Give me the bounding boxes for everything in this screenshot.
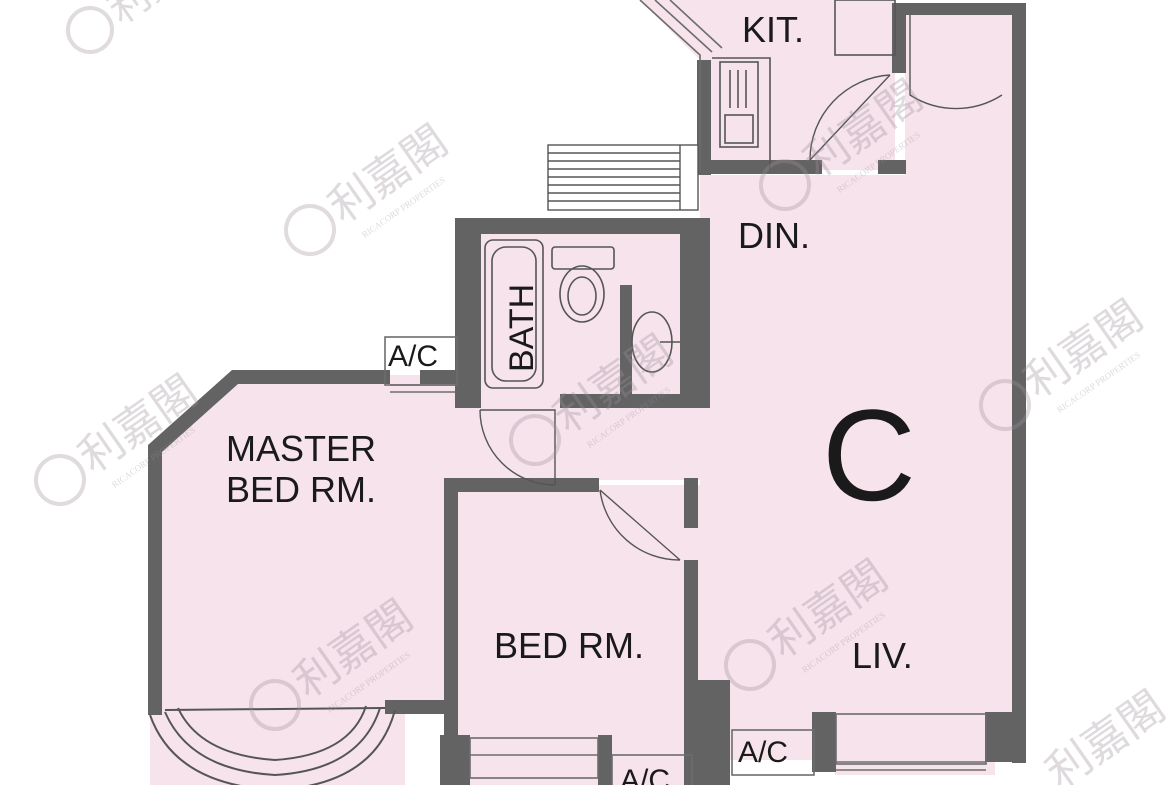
kitchen-label: KIT.	[742, 9, 804, 50]
master-bedroom-label-line2: BED RM.	[226, 469, 376, 510]
kitchen-counter	[712, 57, 771, 170]
toilet-seat	[567, 276, 597, 316]
kitchen-angled-window-inner-2	[669, 0, 723, 49]
bath-south-wall-right	[560, 394, 710, 408]
watermark-seal-icon	[284, 204, 336, 256]
master-bedroom-door-swing	[479, 409, 556, 486]
watermark-seal-icon	[509, 414, 561, 466]
kitchen-angled-window-inner	[654, 0, 713, 53]
door-swings	[479, 15, 1003, 561]
watermark-seal-icon	[34, 454, 86, 506]
watermark-seal-icon	[759, 159, 811, 211]
kitchen-door-swing	[809, 74, 891, 161]
bathtub	[484, 239, 544, 389]
floor-areas	[150, 0, 1020, 785]
bedroom-window	[469, 737, 599, 779]
ac-box-living	[731, 729, 815, 776]
dining-label: DIN.	[738, 215, 810, 256]
living-label: LIV.	[852, 635, 913, 676]
watermark-logo-text: 利嘉閣	[1037, 682, 1170, 785]
master-bedroom-east-wall-lower	[444, 485, 458, 750]
living-south-east-pier	[985, 712, 1025, 762]
watermark-seal-icon	[979, 379, 1031, 431]
watermark-seal-icon	[249, 679, 301, 731]
bedroom-label: BED RM.	[494, 625, 644, 666]
ac-label-master-bedroom: A/C	[388, 340, 438, 373]
watermark-2: 利嘉閣 RICACORP PROPERTIES	[284, 116, 457, 256]
toilet-tank	[551, 246, 615, 270]
bay-arc-inner	[177, 705, 367, 762]
master-bedroom-south-return	[440, 735, 470, 785]
bedroom-door-swing	[599, 489, 681, 561]
bedroom-floor	[450, 485, 700, 785]
bath-floor	[460, 222, 708, 405]
watermark-9: 利嘉閣	[1037, 682, 1170, 785]
bay-arc-outer	[149, 709, 396, 785]
east-wall	[1012, 3, 1026, 763]
kitchen-south-wall-right	[878, 160, 906, 174]
windows	[384, 0, 987, 785]
room-labels: KIT. DIN. BATH MASTER BED RM. BED RM. LI…	[226, 9, 916, 785]
north-wall-living	[905, 3, 1025, 15]
walls	[148, 3, 1026, 785]
watermark-seal-icon	[724, 639, 776, 691]
ac-label-living: A/C	[738, 736, 788, 769]
bay-arc-middle	[164, 707, 381, 777]
entrance-door-swing	[909, 15, 1003, 110]
kitchen-cabinet	[834, 0, 896, 56]
hall-floor	[455, 400, 700, 480]
kitchen-angled-window	[639, 0, 701, 170]
master-bedroom-floor	[150, 375, 458, 785]
bedroom-east-wall-upper	[684, 478, 698, 528]
balcony-strip-floor	[835, 715, 995, 775]
unit-label: C	[822, 382, 916, 528]
fixtures	[484, 0, 896, 389]
bedroom-north-wall	[444, 478, 599, 492]
living-window	[835, 713, 987, 765]
living-south-pier	[812, 712, 836, 772]
toilet-bowl	[559, 265, 605, 323]
ac-box-bedroom	[611, 754, 693, 785]
watermark-1: 利嘉閣	[66, 0, 225, 54]
bath-divider-wall	[620, 285, 632, 405]
bathtub-inner	[491, 246, 537, 382]
master-bedroom-label-line1: MASTER	[226, 428, 376, 469]
kitchen-south-wall-left	[697, 160, 822, 174]
kitchen-sink	[719, 61, 759, 148]
bath-label: BATH	[503, 284, 541, 372]
master-bedroom-north-wall-right	[420, 370, 460, 384]
bath-north-wall	[455, 218, 710, 234]
bedroom-south-mullion	[598, 735, 612, 785]
watermark-seal-icon	[66, 6, 114, 54]
bath-east-wall	[680, 218, 710, 408]
kitchen-sink-basin	[724, 114, 754, 144]
watermark-logo-text: 利嘉閣	[100, 0, 225, 34]
balcony-railing	[547, 144, 699, 211]
kitchen-east-wall	[892, 3, 906, 73]
master-bedroom-bay-wall	[385, 700, 457, 714]
living-dining-floor	[700, 5, 1020, 760]
ac-label-bedroom: A/C	[620, 764, 670, 785]
bedroom-column	[690, 680, 730, 785]
bay-window	[149, 705, 396, 785]
kitchen-west-wall	[697, 60, 711, 175]
bay-arc-top	[164, 707, 386, 711]
